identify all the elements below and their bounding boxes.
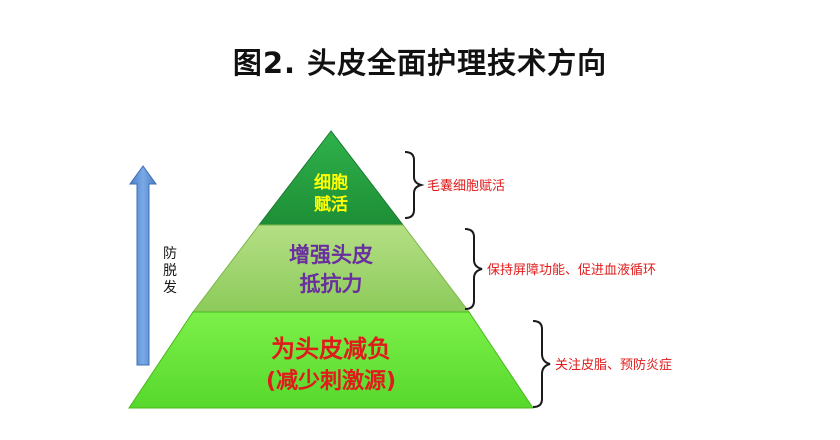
arrow-label: 防 脱 发 xyxy=(163,246,177,296)
note-top: 毛囊细胞赋活 xyxy=(427,178,505,194)
tier-middle-label: 增强头皮 xyxy=(289,243,373,267)
brace-top xyxy=(404,151,425,219)
brace-bottom xyxy=(532,320,551,408)
tier-top-label: 细胞 xyxy=(314,172,348,193)
tier-bottom-label: 为头皮减负 xyxy=(271,335,391,363)
arrow-label-char: 防 xyxy=(163,246,177,262)
tier-middle-label: 抵抗力 xyxy=(300,272,363,296)
tier-bottom-label: (减少刺激源) xyxy=(266,368,396,394)
note-bottom: 关注皮脂、预防炎症 xyxy=(555,357,672,373)
diagram-title: 图2. 头皮全面护理技术方向 xyxy=(232,46,608,80)
up-arrow-icon xyxy=(129,165,157,366)
brace-middle xyxy=(464,228,483,310)
pyramid-tier-middle xyxy=(191,224,471,313)
arrow-label-char: 发 xyxy=(163,280,177,296)
tier-top-label: 赋活 xyxy=(314,194,348,215)
note-middle: 保持屏障功能、促进血液循环 xyxy=(487,263,656,278)
arrow-label-char: 脱 xyxy=(163,263,177,279)
